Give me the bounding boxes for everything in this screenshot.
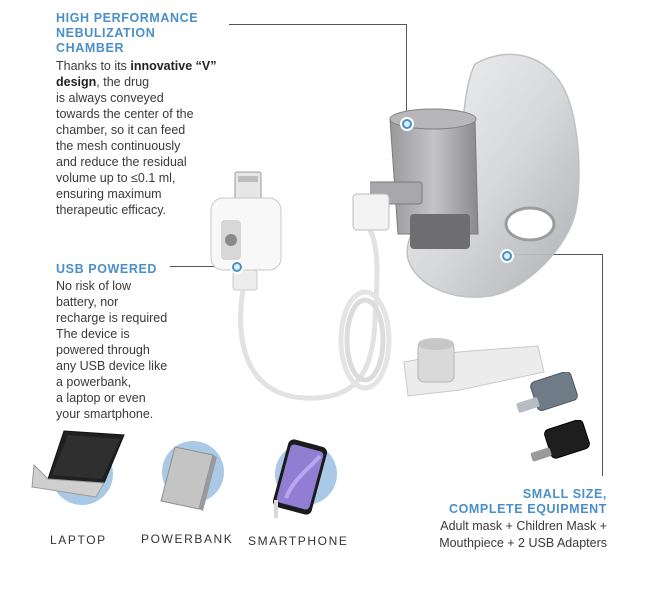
powerbank-icon: [160, 446, 217, 511]
equipment-heading-line-2: COMPLETE EQUIPMENT: [448, 502, 607, 516]
usb-pointer-horizontal: [170, 266, 236, 267]
equipment-hotspot-icon[interactable]: [500, 249, 514, 263]
usb-hotspot-icon[interactable]: [230, 260, 244, 274]
equipment-heading: SMALL SIZE, COMPLETE EQUIPMENT: [449, 487, 607, 517]
usb-heading: USB POWERED: [56, 262, 158, 276]
equipment-heading-line-1: SMALL SIZE,: [522, 487, 607, 501]
chamber-description-line: therapeutic efficacy.: [56, 203, 167, 217]
equipment-pointer-horizontal: [510, 254, 602, 255]
chamber-pointer-vertical: [406, 24, 407, 121]
equipment-description-line: Adult mask + Children Mask +: [440, 519, 607, 533]
usb-description-line: your smartphone.: [56, 407, 154, 421]
chamber-heading-line-1: HIGH PERFORMANCE: [56, 11, 199, 25]
usb-description-line: any USB device like: [56, 359, 168, 373]
usb-description-line: a powerbank,: [56, 375, 132, 389]
powerbank-label: POWERBANK: [141, 532, 234, 546]
chamber-heading-line-3: CHAMBER: [56, 41, 125, 55]
chamber-description-line: towards the center of the: [56, 107, 194, 121]
usb-adapter-silver-illustration: [516, 372, 578, 413]
laptop-icon: [31, 430, 125, 498]
nebulizer-mask-illustration: [370, 53, 580, 298]
chamber-heading: HIGH PERFORMANCE NEBULIZATION CHAMBER: [56, 11, 198, 56]
equipment-description-line: Mouthpiece + 2 USB Adapters: [439, 536, 607, 550]
chamber-description-line: volume up to ≤0.1 ml,: [56, 171, 176, 185]
usb-description-line: powered through: [56, 343, 150, 357]
chamber-hotspot-icon[interactable]: [400, 117, 414, 131]
usb-description-line: recharge is required: [56, 311, 168, 325]
equipment-description: Adult mask + Children Mask + Mouthpiece …: [439, 518, 607, 552]
smartphone-label: SMARTPHONE: [248, 534, 349, 548]
usb-description-line: No risk of low: [56, 279, 132, 293]
chamber-description-line: and reduce the residual: [56, 155, 187, 169]
smartphone-icon: [272, 439, 328, 518]
laptop-label: LAPTOP: [50, 533, 107, 547]
usb-description: No risk of low battery, nor recharge is …: [56, 278, 196, 422]
chamber-description-line: is always conveyed: [56, 91, 164, 105]
chamber-description-line: ensuring maximum: [56, 187, 162, 201]
usb-description-line: a laptop or even: [56, 391, 146, 405]
chamber-description: Thanks to its innovative “V” design, the…: [56, 58, 226, 218]
chamber-pointer-horizontal: [229, 24, 406, 25]
usb-description-line: battery, nor: [56, 295, 119, 309]
chamber-text-bold: innovative “V” design: [56, 59, 217, 89]
usb-module-illustration: [210, 171, 392, 401]
chamber-description-line-1: Thanks to its innovative “V” design, the…: [56, 58, 226, 90]
chamber-heading-line-2: NEBULIZATION: [56, 26, 156, 40]
chamber-description-line: the mesh continuously: [56, 139, 181, 153]
usb-adapter-black-illustration: [530, 420, 590, 462]
chamber-text-suffix: , the drug: [96, 75, 150, 89]
chamber-text-prefix: Thanks to its: [56, 59, 131, 73]
usb-description-line: The device is: [56, 327, 130, 341]
mouthpiece-illustration: [403, 338, 545, 397]
equipment-pointer-vertical: [602, 254, 603, 476]
chamber-description-line: chamber, so it can feed: [56, 123, 186, 137]
